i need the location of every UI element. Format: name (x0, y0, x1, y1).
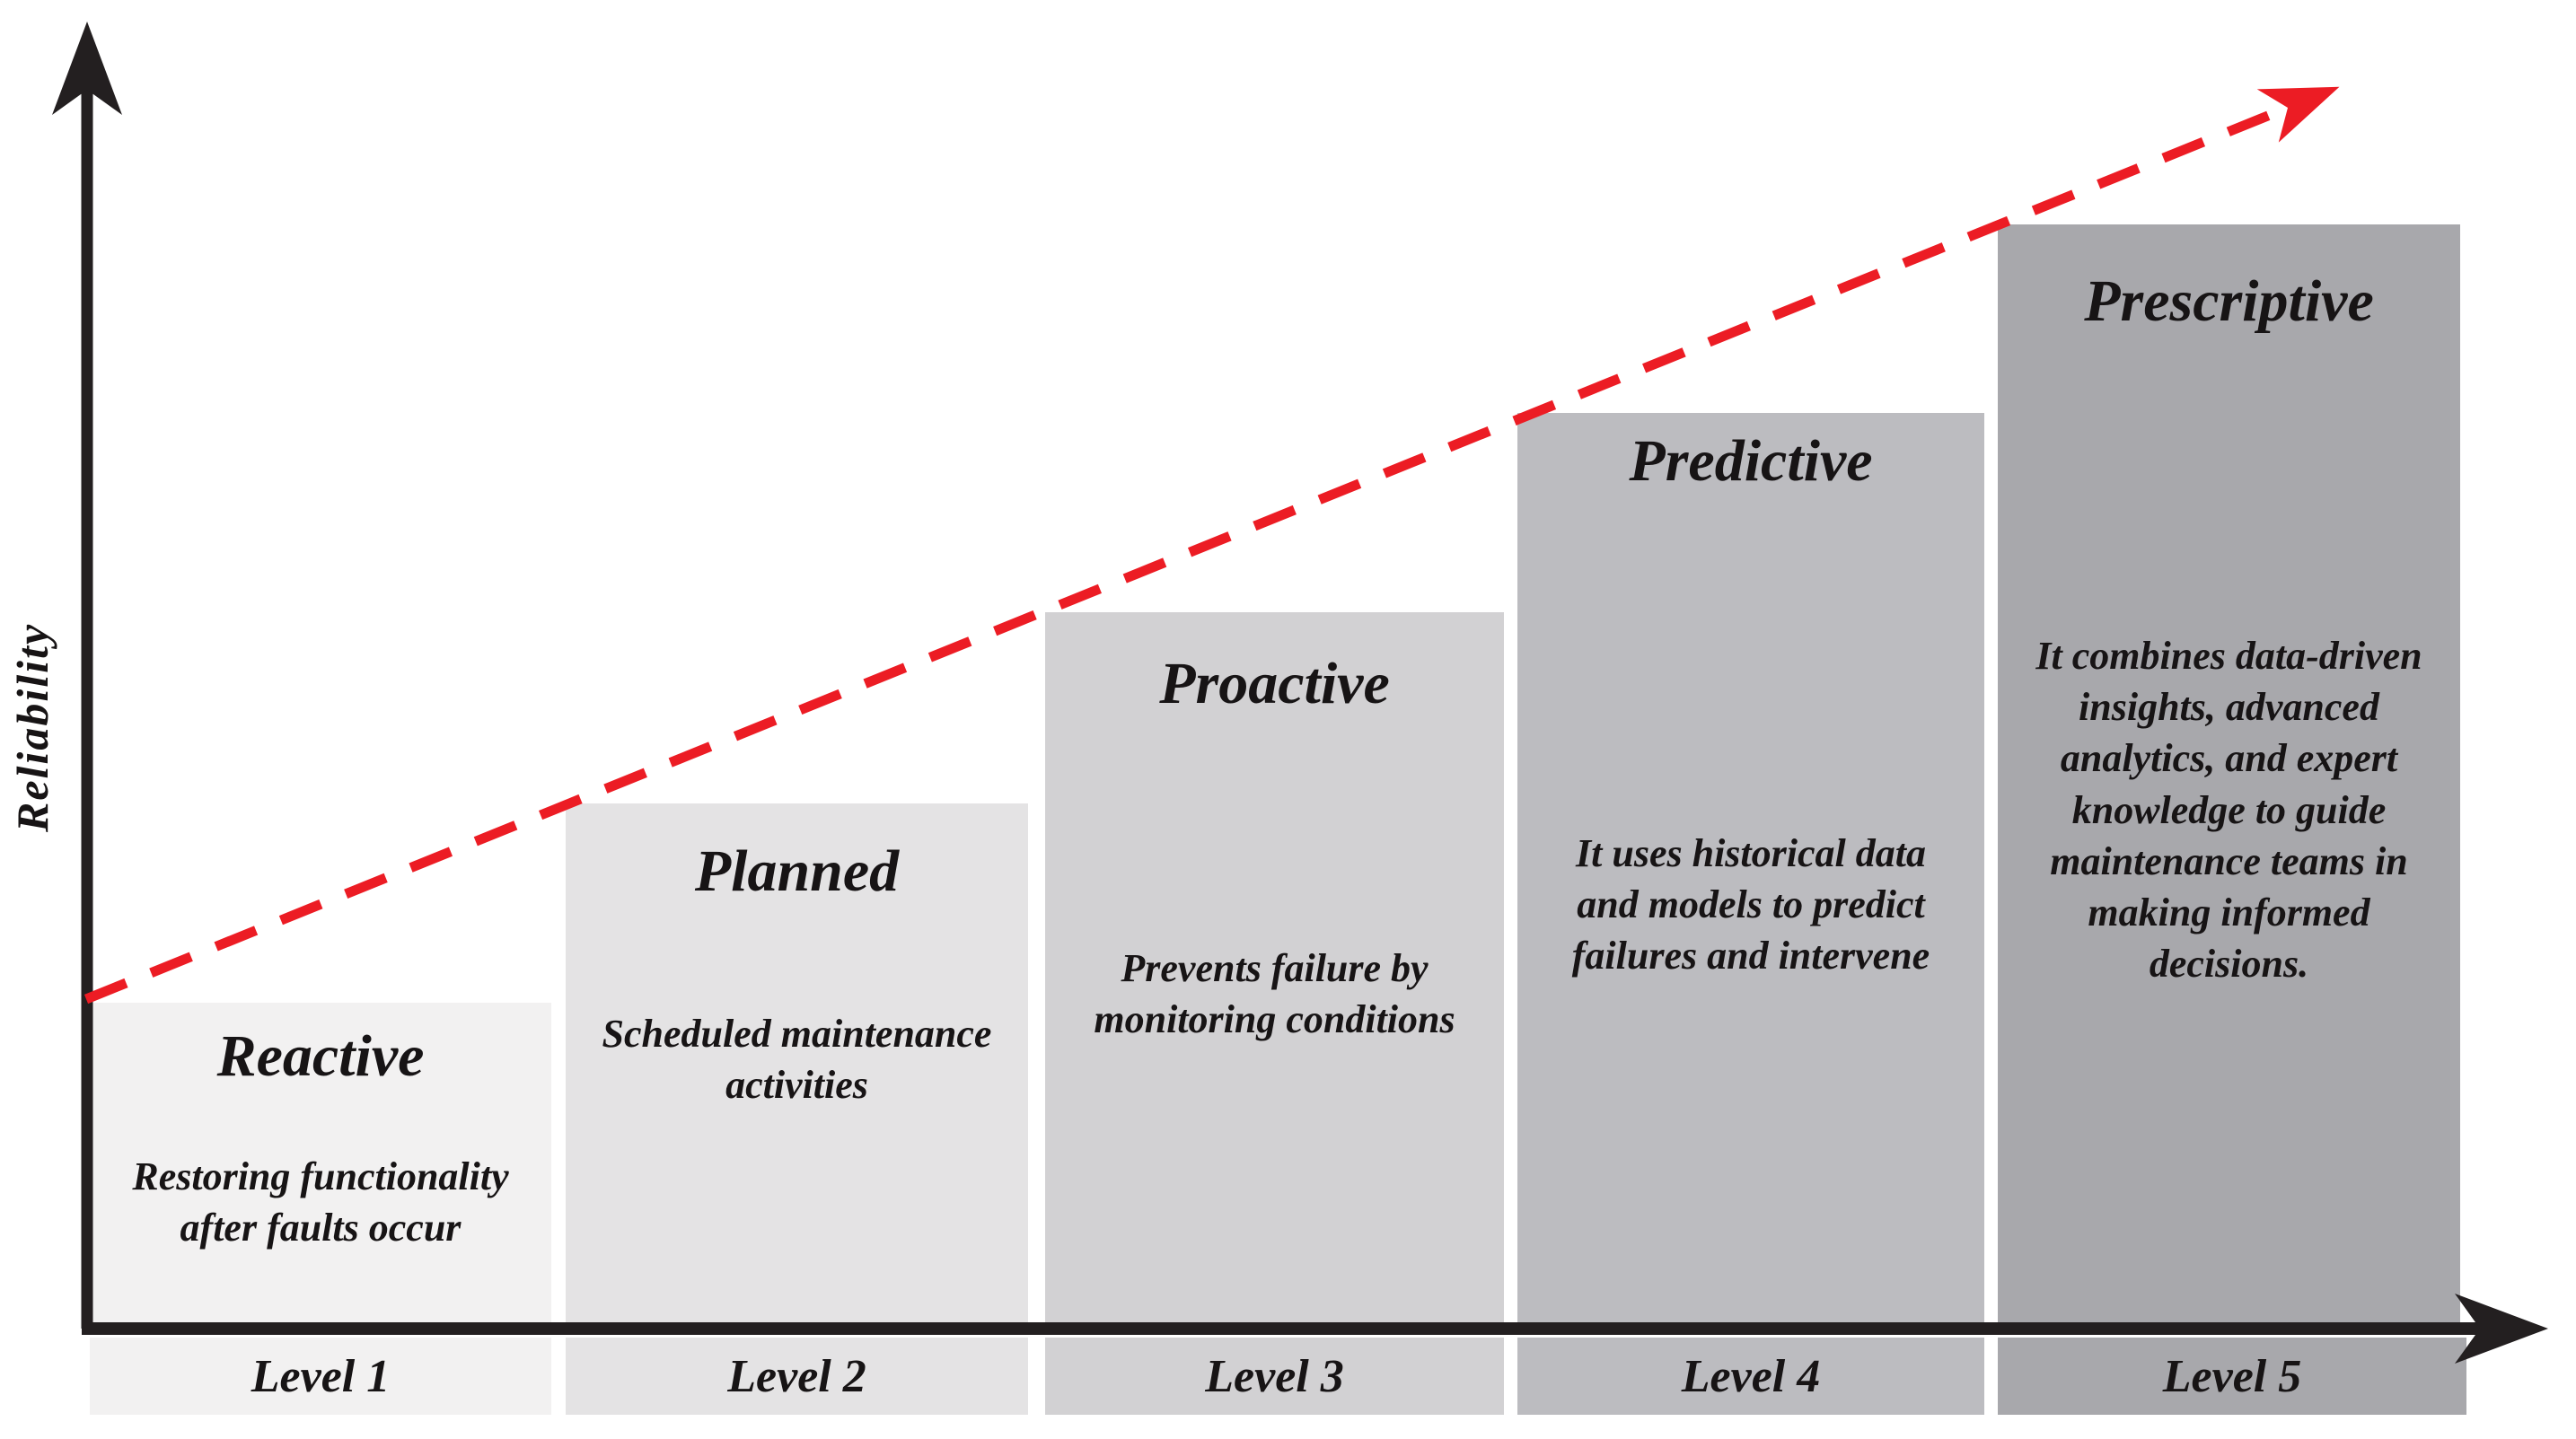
level-strip-5: Level 5 (1998, 1338, 2466, 1415)
bar-planned-title: Planned (694, 838, 900, 904)
y-axis-label: Reliability (7, 622, 57, 832)
bar-planned-description: Scheduled maintenance activities (602, 1012, 992, 1108)
bar-predictive-description: It uses historical data and models to pr… (1571, 831, 1930, 978)
bar-proactive: Proactive Prevents failure by monitoring… (1045, 612, 1504, 1322)
bar-predictive-title: Predictive (1629, 428, 1873, 494)
bar-prescriptive-description: It combines data-driven insights, advanc… (2035, 634, 2422, 987)
level-strip-4: Level 4 (1517, 1338, 1984, 1415)
level-strip-1: Level 1 (90, 1338, 551, 1415)
level-2-label: Level 2 (727, 1350, 866, 1402)
bar-planned: Planned Scheduled maintenance activities (566, 803, 1028, 1322)
bar-reactive-description: Restoring functionality after faults occ… (132, 1154, 509, 1250)
bar-prescriptive-title: Prescriptive (2084, 268, 2374, 334)
bar-reactive-title: Reactive (216, 1023, 425, 1089)
bar-prescriptive: Prescriptive It combines data-driven ins… (1998, 224, 2460, 1322)
bar-proactive-description: Prevents failure by monitoring condition… (1094, 946, 1455, 1042)
level-1-label: Level 1 (251, 1350, 391, 1402)
level-3-label: Level 3 (1205, 1350, 1344, 1402)
level-5-label: Level 5 (2162, 1350, 2302, 1402)
bar-proactive-title: Proactive (1159, 651, 1390, 716)
bar-reactive: Reactive Restoring functionality after f… (90, 1003, 551, 1322)
bar-predictive: Predictive It uses historical data and m… (1517, 413, 1984, 1322)
level-strip-2: Level 2 (566, 1338, 1028, 1415)
level-4-label: Level 4 (1681, 1350, 1821, 1402)
level-strip-3: Level 3 (1045, 1338, 1504, 1415)
